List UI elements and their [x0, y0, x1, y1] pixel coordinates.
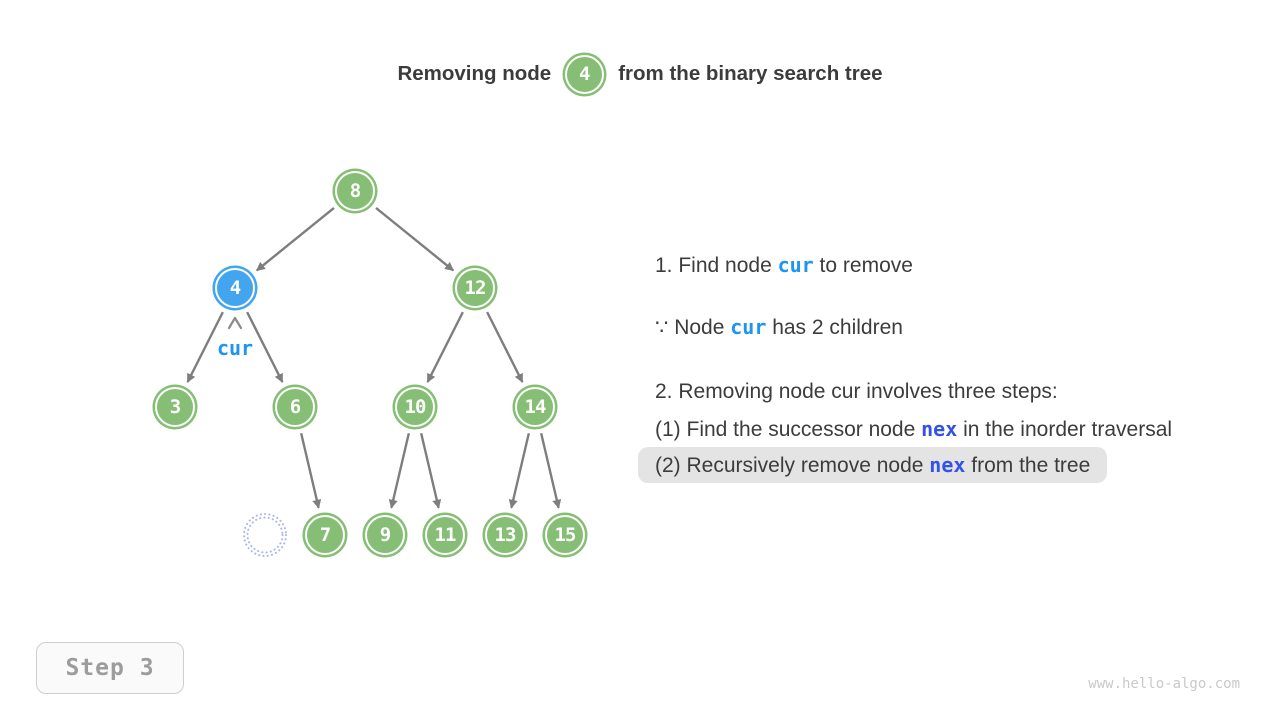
- tree-node-7: 7: [305, 515, 345, 555]
- keyword-cur: cur: [777, 253, 814, 277]
- tree-edges: [186, 207, 562, 509]
- note-line-substep1: (1) Find the successor node nex in the i…: [655, 411, 1172, 447]
- note-line-because: ∵ Node cur has 2 children: [655, 309, 1172, 345]
- step-badge: Step 3: [36, 642, 184, 694]
- note-text: (1) Find the successor node: [655, 418, 922, 441]
- tree-edge-10-9: [388, 433, 411, 509]
- title-text-pre: Removing node: [397, 62, 552, 85]
- note-text: 1. Find node: [655, 254, 778, 277]
- tree-node-13: 13: [485, 515, 525, 555]
- tree-node-3: 3: [155, 387, 195, 427]
- tree-edge-6-7: [299, 433, 322, 509]
- tree-extras: [227, 316, 287, 557]
- title-node-circle: 4: [565, 54, 605, 94]
- note-text: has 2 children: [766, 316, 903, 339]
- note-line-step1: 1. Find node cur to remove: [655, 247, 1172, 283]
- tree-edge-8-4: [255, 207, 335, 272]
- tree-node-6: 6: [275, 387, 315, 427]
- removed-node-placeholder: [243, 513, 287, 557]
- tree-edge-14-15: [539, 433, 562, 509]
- tree-node-8: 8: [335, 171, 375, 211]
- tree-node-9: 9: [365, 515, 405, 555]
- tree-node-11: 11: [425, 515, 465, 555]
- note-text: to remove: [813, 254, 913, 277]
- note-text: ∵ Node: [655, 316, 731, 339]
- tree-edge-12-14: [486, 311, 524, 383]
- removed-node-placeholder: [246, 516, 284, 554]
- note-text: (2) Recursively remove node: [655, 454, 930, 477]
- figure-title: Removing node 4 from the binary search t…: [0, 48, 1280, 100]
- tree-node-14: 14: [515, 387, 555, 427]
- tree-edge-10-11: [419, 433, 442, 509]
- watermark: www.hello-algo.com: [1088, 676, 1240, 692]
- notes-panel: 1. Find node cur to remove ∵ Node cur has…: [638, 247, 1172, 483]
- tree-edge-4-3: [186, 311, 224, 383]
- tree-edge-12-10: [426, 311, 464, 383]
- tree-edge-4-6: [246, 311, 284, 383]
- note-line-step2: 2. Removing node cur involves three step…: [655, 374, 1172, 410]
- tree-node-4: 4: [215, 268, 255, 308]
- keyword-cur: cur: [730, 315, 767, 339]
- note-text: from the tree: [965, 454, 1091, 477]
- title-text-post: from the binary search tree: [618, 62, 883, 85]
- tree-node-15: 15: [545, 515, 585, 555]
- tree-edge-8-12: [375, 207, 455, 272]
- title-node-value: 4: [578, 63, 591, 85]
- tree-edge-14-13: [508, 433, 531, 509]
- tree-node-12: 12: [455, 268, 495, 308]
- keyword-nex: nex: [929, 453, 966, 477]
- note-text: 2. Removing node cur involves three step…: [655, 380, 1058, 403]
- note-text: in the inorder traversal: [957, 418, 1173, 441]
- pointer-label-cur: cur: [216, 336, 254, 360]
- step-badge-label: Step 3: [65, 655, 155, 681]
- tree-node-10: 10: [395, 387, 435, 427]
- note-line-substep2: (2) Recursively remove node nex from the…: [638, 447, 1108, 483]
- pointer-caret-icon: [227, 316, 243, 330]
- keyword-nex: nex: [921, 417, 958, 441]
